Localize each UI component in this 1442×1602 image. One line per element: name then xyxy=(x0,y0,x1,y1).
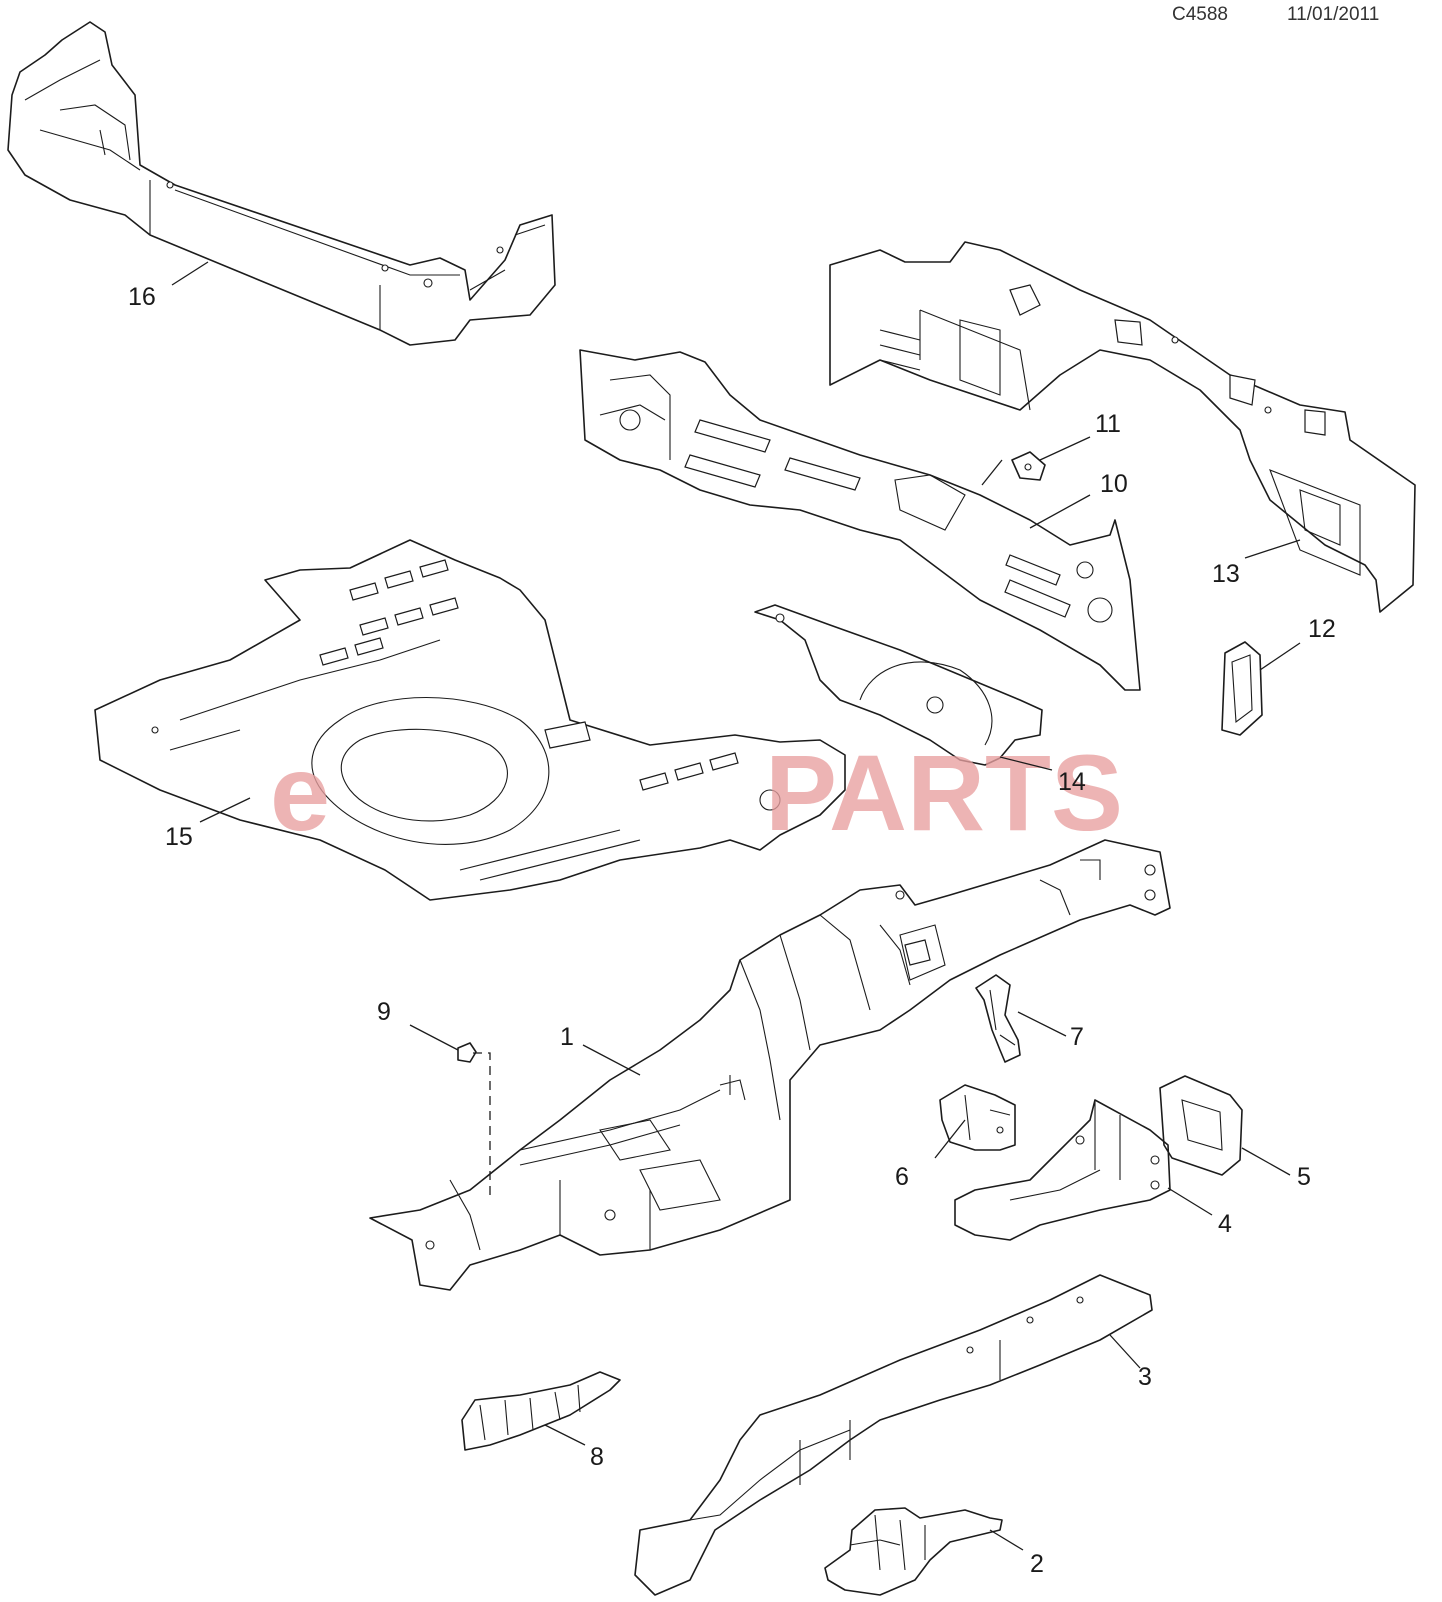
part-4-rail-end[interactable] xyxy=(954,1099,1171,1241)
callout-4: 4 xyxy=(1218,1210,1232,1238)
part-13-rear-rail[interactable] xyxy=(829,241,1416,613)
part-16-cross-member[interactable] xyxy=(7,21,556,346)
callout-11: 11 xyxy=(1095,410,1121,438)
callout-10: 10 xyxy=(1100,470,1128,498)
part-2-bracket[interactable] xyxy=(824,1507,1003,1596)
part-15-floor-panel[interactable] xyxy=(94,539,846,901)
callout-16: 16 xyxy=(128,283,156,311)
part-7-bracket[interactable] xyxy=(975,974,1021,1063)
part-14-wheelhouse[interactable] xyxy=(754,604,1043,766)
callout-2: 2 xyxy=(1030,1550,1044,1578)
callouts: 16 15 14 13 12 11 10 9 1 7 6 5 4 3 8 2 xyxy=(128,283,1336,1578)
part-1-underbody-frame[interactable] xyxy=(369,839,1171,1291)
part-9-bolt[interactable] xyxy=(457,1042,491,1200)
callout-6: 6 xyxy=(895,1163,909,1191)
leader-lines xyxy=(171,261,1301,1551)
drawing-date: 11/01/2011 xyxy=(1287,4,1380,25)
part-11-bracket[interactable] xyxy=(1011,451,1046,481)
part-8-segment[interactable] xyxy=(461,1371,621,1451)
part-10-inner-rail[interactable] xyxy=(579,349,1141,691)
callout-14: 14 xyxy=(1058,768,1086,796)
drawing-code: C4588 xyxy=(1172,4,1228,25)
callout-5: 5 xyxy=(1297,1163,1311,1191)
callout-15: 15 xyxy=(165,823,193,851)
watermark: e PARTS xyxy=(270,732,1123,853)
callout-1: 1 xyxy=(560,1023,574,1051)
watermark-brand: PARTS xyxy=(765,732,1123,853)
part-6-mount-bracket[interactable] xyxy=(939,1084,1016,1151)
part-3-sill-member[interactable] xyxy=(634,1274,1153,1596)
callout-9: 9 xyxy=(377,998,391,1026)
callout-3: 3 xyxy=(1138,1363,1152,1391)
callout-12: 12 xyxy=(1308,615,1336,643)
part-5-plate[interactable] xyxy=(1159,1075,1243,1176)
watermark-prefix: e xyxy=(270,732,330,853)
callout-8: 8 xyxy=(590,1443,604,1471)
part-12-plate[interactable] xyxy=(1221,641,1263,736)
callout-7: 7 xyxy=(1070,1023,1084,1051)
callout-13: 13 xyxy=(1212,560,1240,588)
